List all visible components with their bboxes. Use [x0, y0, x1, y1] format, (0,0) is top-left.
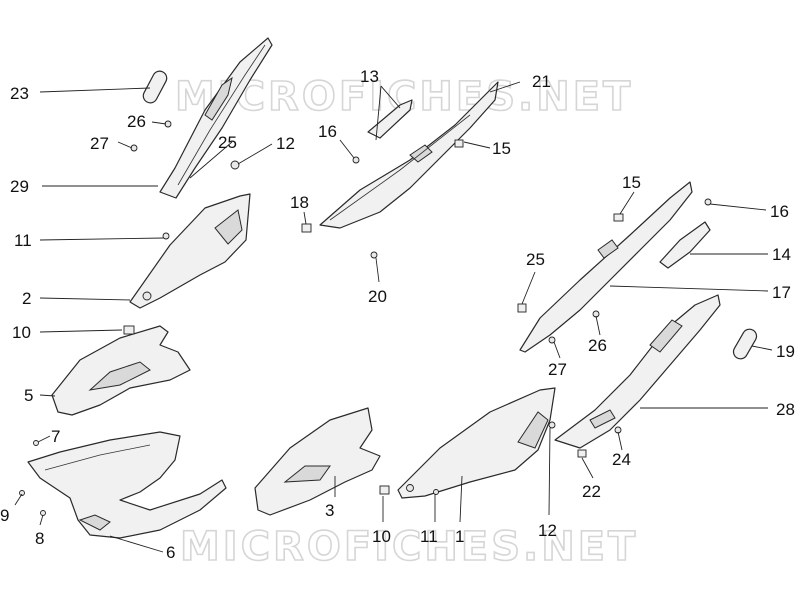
- callout-23: 23: [10, 84, 29, 103]
- callout-2: 2: [22, 289, 31, 308]
- callout-3: 3: [325, 501, 334, 520]
- callout-10: 10: [12, 323, 31, 342]
- callout-9: 9: [0, 506, 9, 525]
- callout-15: 15: [492, 139, 511, 158]
- part-21-upper-frame: [319, 81, 499, 229]
- callout-25: 25: [218, 133, 237, 152]
- callout-6: 6: [166, 543, 175, 562]
- callout-16b: 16: [770, 202, 789, 221]
- callout-19: 19: [776, 342, 795, 361]
- callout-25b: 25: [526, 250, 545, 269]
- fasteners: [19, 120, 712, 516]
- callout-20: 20: [368, 287, 387, 306]
- watermark-bottom: MICROFICHES.NET: [180, 524, 638, 570]
- leader-lines: [14, 81, 773, 553]
- callout-14: 14: [772, 245, 791, 264]
- callout-26b: 26: [588, 336, 607, 355]
- callout-21: 21: [532, 72, 551, 91]
- callout-7: 7: [51, 427, 60, 446]
- part-5-lower-side-panel: [51, 325, 191, 416]
- part-14-bracket: [659, 221, 711, 269]
- callout-11b: 11: [420, 527, 438, 546]
- callouts: 23 26 27 25 12 29 11 2 10 5 7 9 8 6 3 10…: [0, 67, 795, 562]
- callout-1: 1: [455, 527, 464, 546]
- callout-12: 12: [276, 134, 295, 153]
- callout-11: 11: [14, 231, 32, 250]
- callout-28: 28: [776, 400, 795, 419]
- part-1-long-side-panel: [397, 387, 556, 499]
- part-28-rear-frame: [554, 294, 721, 449]
- callout-8: 8: [35, 529, 44, 548]
- callout-12b: 12: [538, 521, 557, 540]
- part-29-frame-cover: [159, 37, 273, 199]
- callout-17: 17: [772, 283, 791, 302]
- callout-16: 16: [318, 122, 337, 141]
- callout-26: 26: [127, 112, 146, 131]
- part-3-center-panel: [254, 407, 381, 516]
- part-13-bracket: [367, 99, 413, 139]
- callout-18: 18: [290, 193, 309, 212]
- part-6-front-fairing: [27, 431, 227, 539]
- callout-10b: 10: [372, 527, 391, 546]
- callout-22: 22: [582, 482, 601, 501]
- part-19-lens: [732, 328, 758, 360]
- callout-27b: 27: [548, 360, 567, 379]
- callout-29: 29: [10, 177, 29, 196]
- callout-27: 27: [90, 134, 109, 153]
- callout-24: 24: [612, 450, 631, 469]
- callout-5: 5: [24, 386, 33, 405]
- callout-15b: 15: [622, 173, 641, 192]
- part-17-right-upper-panel: [519, 181, 693, 353]
- part-23-lens: [142, 70, 168, 104]
- callout-13: 13: [360, 67, 379, 86]
- part-2-side-panel: [129, 193, 251, 309]
